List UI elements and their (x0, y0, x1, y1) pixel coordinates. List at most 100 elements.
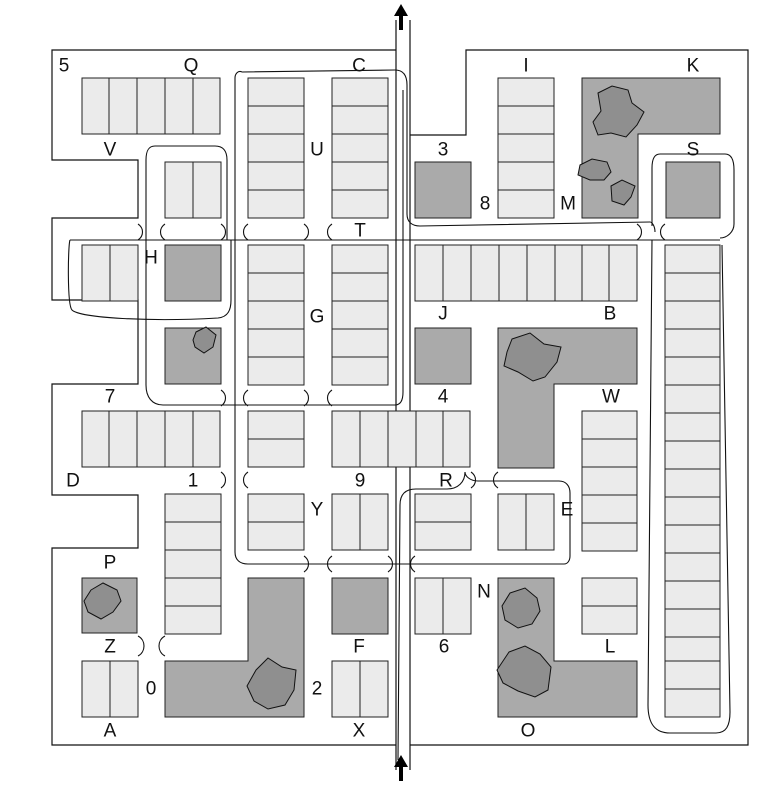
crossing-arc (326, 555, 333, 573)
label-Q: Q (184, 56, 199, 77)
crossing-arc (159, 223, 166, 241)
label-I: I (523, 56, 528, 77)
block-E (497, 493, 555, 551)
crossing-arc (636, 223, 643, 241)
block-V (81, 77, 221, 135)
boundary-east (410, 49, 749, 746)
label-T: T (354, 221, 366, 242)
label-F: F (353, 637, 365, 658)
label-E: E (561, 500, 574, 521)
block-J-B (414, 244, 638, 302)
label-2: 2 (312, 679, 323, 700)
block-H-top (164, 161, 222, 219)
crossing-arc (303, 223, 310, 241)
tree-icon (83, 582, 122, 620)
label-8: 8 (480, 194, 491, 215)
block-X (331, 660, 389, 718)
block-H (164, 244, 222, 302)
north-arrow-icon (394, 4, 408, 30)
crossing-arc (158, 635, 166, 657)
route-loop-east (647, 153, 735, 734)
label-J: J (438, 304, 448, 325)
crossing-arc (470, 471, 477, 489)
tree-icon (501, 587, 541, 629)
label-Z: Z (104, 637, 116, 658)
block-1 (164, 493, 222, 635)
label-R: R (439, 471, 453, 492)
route-loop-west (145, 145, 235, 406)
crossing-arc (387, 555, 394, 573)
block-G-right (331, 244, 389, 386)
crossing-arc (137, 635, 145, 657)
block-H-left (81, 244, 139, 302)
south-arrow-icon (394, 755, 408, 781)
label-D: D (66, 471, 80, 492)
block-R (414, 493, 472, 551)
crossing-arc (303, 389, 310, 407)
tree-icon (610, 179, 636, 206)
block-A (81, 660, 139, 718)
label-0: 0 (146, 679, 157, 700)
block-F (331, 577, 389, 635)
label-L: L (605, 637, 616, 658)
crossing-arc (242, 471, 249, 489)
label-A: A (104, 721, 117, 742)
label-H: H (144, 248, 158, 269)
label-K: K (687, 56, 700, 77)
label-P: P (104, 553, 117, 574)
label-9: 9 (355, 471, 366, 492)
label-W: W (602, 387, 620, 408)
tree-icon (592, 85, 645, 138)
crossing-arc (326, 223, 333, 241)
block-U-right (331, 77, 389, 219)
crossing-arc (220, 389, 227, 407)
tree-icon (496, 645, 552, 698)
label-G: G (310, 307, 325, 328)
block-3 (414, 161, 472, 219)
crossing-arc (242, 389, 249, 407)
label-C: C (352, 56, 366, 77)
block-Y-left (247, 493, 305, 551)
block-S (665, 161, 721, 219)
label-N: N (477, 582, 491, 603)
block-9 (331, 410, 471, 468)
label-B: B (604, 304, 617, 325)
crossing-arc (220, 471, 227, 489)
label-U: U (310, 140, 324, 161)
crossing-arc (137, 223, 144, 241)
tree-icon (503, 332, 562, 382)
label-4: 4 (438, 387, 449, 408)
block-L (581, 577, 638, 635)
block-U-left (247, 77, 305, 219)
label-X: X (353, 721, 366, 742)
crossing-arc (220, 223, 227, 241)
label-3: 3 (438, 140, 449, 161)
label-S: S (687, 140, 700, 161)
crossing-arc (326, 389, 333, 407)
crossing-arc (303, 555, 310, 573)
route-loop-UG-top (241, 69, 656, 233)
block-W (581, 410, 638, 552)
label-O: O (521, 721, 536, 742)
label-5: 5 (59, 56, 70, 77)
route-loop-UG (234, 70, 571, 761)
crossing-arc (242, 223, 249, 241)
block-I (497, 77, 555, 219)
label-Y: Y (311, 500, 324, 521)
label-7: 7 (105, 387, 116, 408)
crossing-arc (659, 223, 666, 241)
block-G-south (247, 410, 305, 468)
crossing-arc (492, 471, 499, 489)
block-G-left (247, 244, 305, 386)
tree-icon (246, 657, 297, 710)
tree-icon (577, 158, 612, 181)
block-Y-right (331, 493, 389, 551)
tree-icon (192, 326, 217, 354)
block-4 (414, 327, 472, 385)
boundary-west (51, 49, 396, 746)
label-1: 1 (188, 471, 199, 492)
label-M: M (560, 194, 576, 215)
crossing-arc (409, 555, 416, 573)
block-6 (414, 577, 472, 635)
